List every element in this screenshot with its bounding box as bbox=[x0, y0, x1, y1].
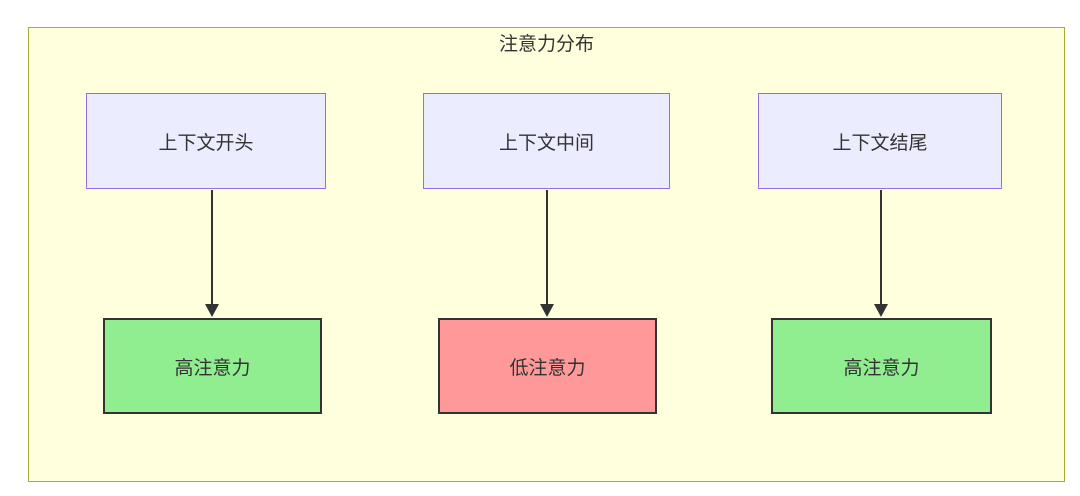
node-high-attention-1: 高注意力 bbox=[103, 318, 322, 414]
node-low-attention: 低注意力 bbox=[438, 318, 657, 414]
node-context-middle: 上下文中间 bbox=[423, 93, 670, 189]
diagram-title: 注意力分布 bbox=[498, 34, 594, 55]
node-high-attention-1-label: 高注意力 bbox=[174, 357, 251, 379]
node-context-middle-label: 上下文中间 bbox=[498, 132, 594, 154]
node-context-begin: 上下文开头 bbox=[86, 93, 326, 189]
node-high-attention-2: 高注意力 bbox=[771, 318, 992, 414]
node-high-attention-2-label: 高注意力 bbox=[843, 357, 920, 379]
node-context-end: 上下文结尾 bbox=[758, 93, 1002, 189]
node-low-attention-label: 低注意力 bbox=[509, 357, 586, 379]
node-context-end-label: 上下文结尾 bbox=[832, 132, 928, 154]
node-context-begin-label: 上下文开头 bbox=[158, 132, 254, 154]
